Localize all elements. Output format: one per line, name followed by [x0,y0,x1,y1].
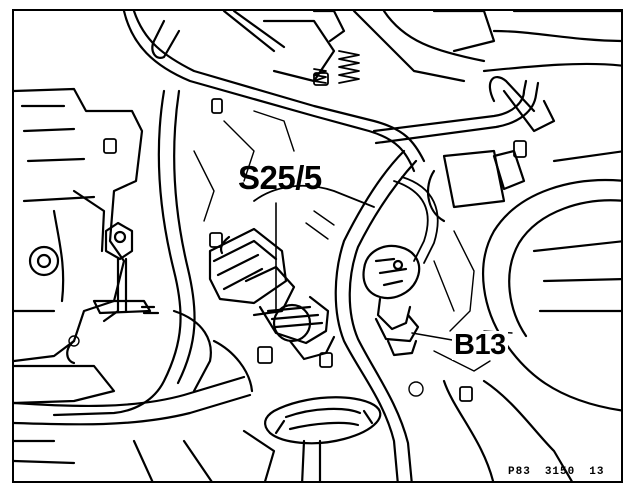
figure-ref-prefix: P83 [508,466,531,478]
round-housing-right [442,150,621,481]
lower-pipes [14,309,276,481]
label-s25-5: S25/5 [238,159,322,196]
upper-right-tubes [372,76,556,223]
b13-sensor [362,244,459,357]
sensor-wires [253,176,439,264]
engine-block-left [14,87,144,405]
detail-strokes [68,110,513,397]
figure-reference: P83 3150 13 [508,466,604,478]
figure-frame: S25/5 B13 P83 3150 13 [12,9,623,483]
springs [313,50,360,84]
s25-5-connector [208,227,336,361]
bolts [103,72,527,402]
engine-line-art [14,11,621,481]
label-b13: B13 [452,329,508,361]
figure-ref-number: 3150 [544,466,576,478]
dipstick [264,396,382,481]
left-linkage [66,221,160,365]
figure-ref-suffix: 13 [589,466,605,478]
top-pipes [122,11,621,173]
